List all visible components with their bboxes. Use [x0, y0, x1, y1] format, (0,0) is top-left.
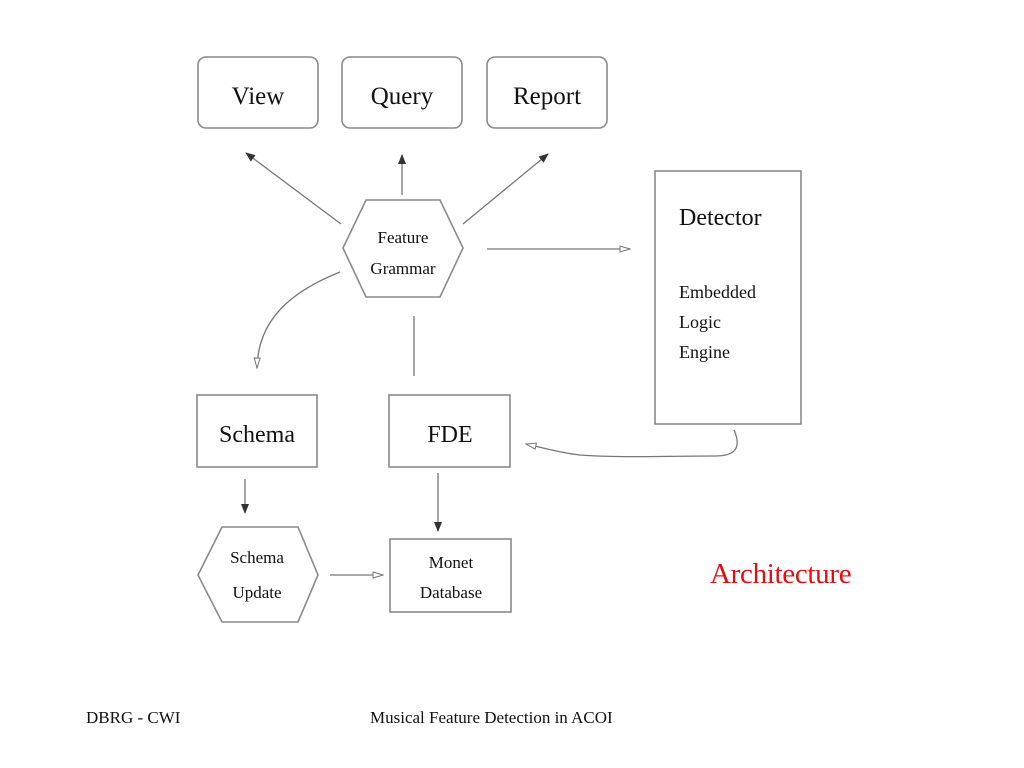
node-feature-grammar-line2: Grammar [370, 259, 435, 278]
node-fde-label: FDE [427, 422, 472, 448]
node-schema: Schema [196, 394, 318, 468]
edge-detector-to-fde [526, 429, 738, 458]
node-monet-database: Monet Database [389, 538, 512, 613]
node-detector: Detector Embedded Logic Engine [654, 170, 802, 425]
node-report-label: Report [513, 83, 581, 110]
edge-grammar-to-report [462, 153, 549, 225]
node-fde: FDE [388, 394, 511, 468]
node-detector-line2: Logic [679, 312, 721, 332]
footer-organization: DBRG - CWI [86, 708, 181, 727]
slide-title: Architecture [710, 558, 852, 590]
node-schema-update-line1: Schema [230, 548, 284, 567]
node-report: Report [486, 56, 608, 129]
node-query: Query [341, 56, 463, 129]
footer-presentation-title: Musical Feature Detection in ACOI [370, 708, 613, 727]
edge-grammar-to-view [245, 152, 342, 225]
node-detector-title: Detector [679, 205, 762, 231]
node-feature-grammar-line1: Feature [378, 228, 429, 247]
node-view: View [197, 56, 319, 129]
node-detector-line1: Embedded [679, 282, 756, 302]
node-schema-update: Schema Update [197, 526, 319, 623]
edge-grammar-to-schema [257, 271, 341, 368]
node-detector-line3: Engine [679, 342, 730, 362]
node-monet-database-line1: Monet [429, 553, 474, 572]
node-monet-database-line2: Database [420, 583, 482, 602]
node-schema-label: Schema [219, 422, 295, 448]
node-view-label: View [232, 83, 285, 110]
node-query-label: Query [371, 83, 434, 110]
node-schema-update-line2: Update [232, 583, 281, 602]
node-feature-grammar: Feature Grammar [342, 199, 464, 298]
